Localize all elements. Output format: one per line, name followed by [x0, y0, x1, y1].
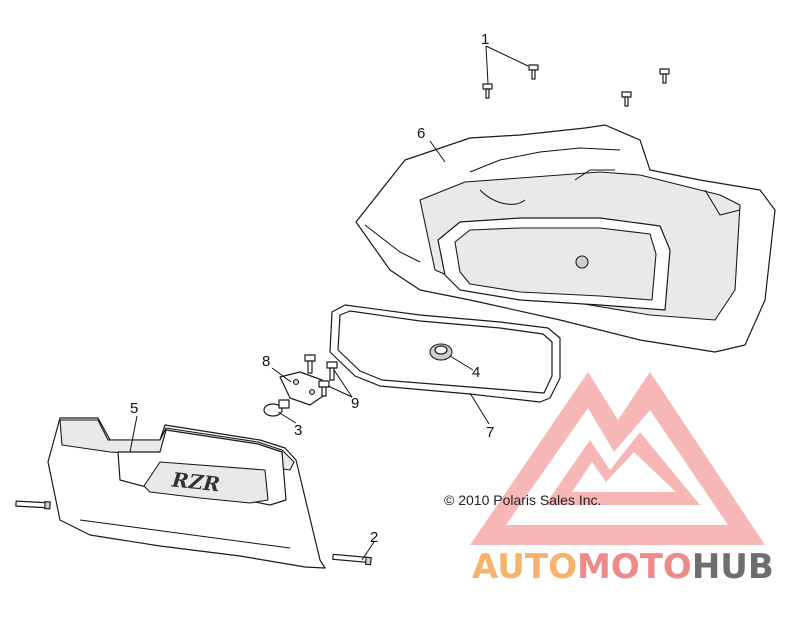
rzr-emblem: RZR	[170, 467, 221, 496]
glove-box-door: RZR	[47, 417, 326, 569]
pin-right	[332, 553, 372, 566]
pin-left	[15, 500, 51, 510]
screw-icon	[482, 83, 493, 99]
screw-group	[482, 64, 670, 107]
callout-1: 1	[481, 31, 489, 48]
glove-box-housing	[355, 124, 776, 353]
watermark-part-auto: AUTO	[472, 547, 577, 587]
watermark-wordmark: AUTOMOTOHUB	[472, 547, 774, 587]
knob-icon	[263, 399, 290, 417]
bolt-icon	[326, 361, 338, 381]
callout-9: 9	[351, 395, 359, 412]
screw-icon	[621, 91, 632, 107]
latch-assembly	[263, 354, 338, 417]
callout-6: 6	[417, 125, 425, 142]
callout-5: 5	[130, 400, 138, 417]
callout-7: 7	[486, 424, 494, 441]
leader-lines	[129, 45, 529, 561]
watermark-part-hub: HUB	[692, 547, 774, 587]
bumper	[429, 343, 453, 361]
screw-icon	[659, 68, 670, 84]
callout-8: 8	[262, 353, 270, 370]
watermark-part-moto: MOTO	[577, 547, 692, 587]
bolt-icon	[304, 354, 316, 374]
screw-icon	[528, 64, 539, 80]
callout-2: 2	[370, 529, 378, 546]
bolt-icon	[318, 380, 330, 397]
callout-3: 3	[294, 422, 302, 439]
copyright-text: © 2010 Polaris Sales Inc.	[444, 492, 601, 508]
callout-4: 4	[472, 364, 480, 381]
watermark-triangle-icon	[470, 372, 765, 545]
